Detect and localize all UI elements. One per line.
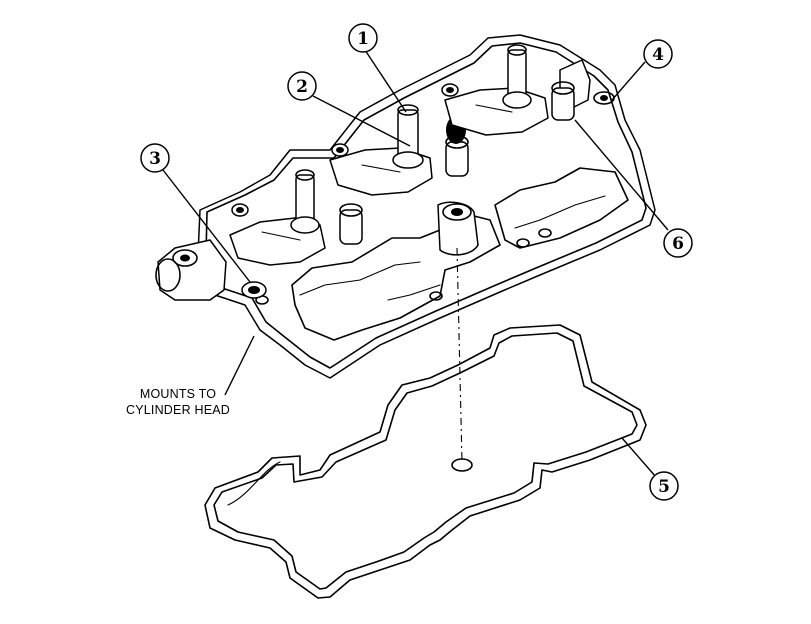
callout-6: 6 [663,228,693,258]
callout-3: 3 [140,143,170,173]
rocker-arm-center [329,104,469,196]
svg-text:6: 6 [672,234,684,254]
centerline [456,247,463,463]
gasket [204,324,647,599]
callout-2: 2 [287,71,317,101]
callout-4: 4 [643,39,673,69]
mounting-note: MOUNTS TO CYLINDER HEAD [126,387,230,417]
rocker-arm-left [229,169,363,266]
svg-text:2: 2 [296,77,308,97]
svg-text:4: 4 [652,45,664,65]
svg-text:5: 5 [658,477,670,497]
callout-1: 1 [348,23,378,53]
rocker-arm-right [441,44,575,136]
note-line-2: CYLINDER HEAD [126,403,230,417]
leader-lines [162,49,669,486]
callout-5: 5 [649,471,679,501]
rocker-housing [155,34,656,379]
note-line-1: MOUNTS TO [140,387,216,401]
svg-text:3: 3 [149,149,161,169]
svg-text:1: 1 [357,29,369,49]
